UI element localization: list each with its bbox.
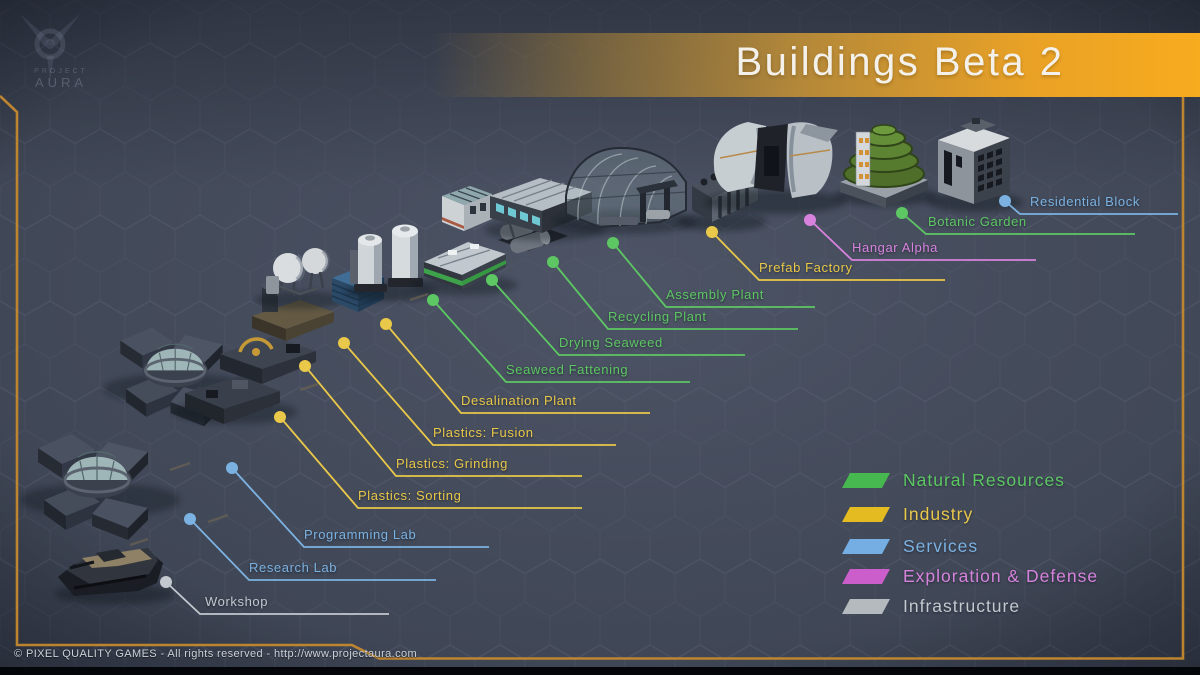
callout-line xyxy=(491,279,745,356)
legend-swatch-icon xyxy=(842,506,890,522)
title-banner xyxy=(430,33,1200,97)
callout-dot xyxy=(706,226,718,238)
callout-dot xyxy=(274,411,286,423)
building-assembly-plant xyxy=(553,146,697,234)
callout-dot xyxy=(299,360,311,372)
callout-dot xyxy=(486,274,498,286)
building-hangar-alpha xyxy=(705,122,845,214)
legend-swatch-icon xyxy=(842,472,890,488)
building-label: Plastics: Fusion xyxy=(433,425,534,440)
legend-item-infrastructure: Infrastructure xyxy=(842,595,1021,616)
building-label: Recycling Plant xyxy=(608,309,707,324)
callout-line xyxy=(809,219,1036,261)
callout-dot xyxy=(547,256,559,268)
building-label: Workshop xyxy=(205,594,269,609)
callout-dot xyxy=(160,576,172,588)
building-label: Assembly Plant xyxy=(666,287,764,302)
callout-line xyxy=(304,365,582,477)
building-label: Drying Seaweed xyxy=(559,335,663,350)
callout-dot xyxy=(184,513,196,525)
legend-item-industry: Industry xyxy=(842,503,974,524)
callout-dot xyxy=(427,294,439,306)
building-label: Botanic Garden xyxy=(928,214,1027,229)
legend-label: Industry xyxy=(903,503,974,524)
project-aura-logo-text: PROJECT AURA xyxy=(34,68,88,90)
building-desalination-plant xyxy=(255,248,345,309)
callout-dot xyxy=(338,337,350,349)
building-plastics-grinding xyxy=(220,337,316,384)
legend-label: Natural Resources xyxy=(903,469,1065,490)
callout-line xyxy=(432,299,690,383)
callout-line xyxy=(385,323,650,414)
callout-dot xyxy=(999,195,1011,207)
building-plastics-sorting xyxy=(173,376,297,424)
building-label: Residential Block xyxy=(1030,194,1140,209)
callout-dot xyxy=(804,214,816,226)
legend-swatch-icon xyxy=(842,538,890,554)
building-label: Hangar Alpha xyxy=(852,240,938,255)
building-label: Plastics: Sorting xyxy=(358,488,462,503)
legend-item-natural: Natural Resources xyxy=(842,469,1065,490)
callout-line xyxy=(1004,200,1178,215)
legend-label: Services xyxy=(903,535,979,556)
callout-line xyxy=(552,261,798,330)
page-title: Buildings Beta 2 xyxy=(735,40,1065,84)
callout-line xyxy=(189,518,436,581)
building-label: Programming Lab xyxy=(304,527,417,542)
callout-line xyxy=(901,212,1135,235)
legend-swatch-icon xyxy=(842,568,890,584)
callout-line xyxy=(711,231,945,281)
callout-line xyxy=(612,242,815,308)
building-label: Desalination Plant xyxy=(461,393,577,408)
callout-line xyxy=(343,342,616,446)
callout-line xyxy=(279,416,582,509)
callout-dot xyxy=(380,318,392,330)
ground-debris xyxy=(129,292,429,547)
building-drying-seaweed xyxy=(442,186,492,231)
building-workshop xyxy=(55,548,175,604)
building-label: Research Lab xyxy=(249,560,338,575)
building-label: Plastics: Grinding xyxy=(396,456,508,471)
legend-item-services: Services xyxy=(842,535,979,556)
callout-dot xyxy=(896,207,908,219)
building-botanic-garden xyxy=(834,124,938,208)
legend-item-exploration: Exploration & Defense xyxy=(842,565,1099,586)
callout-dot xyxy=(226,462,238,474)
legend-label: Infrastructure xyxy=(903,595,1021,616)
bottom-black-bar xyxy=(0,667,1200,675)
callout-line xyxy=(231,467,489,548)
building-label: Prefab Factory xyxy=(759,260,853,275)
building-label: Seaweed Fattening xyxy=(506,362,629,377)
callout-dot xyxy=(607,237,619,249)
legend-swatch-icon xyxy=(842,598,890,614)
building-fusion-cylinders xyxy=(345,224,435,301)
callout-line xyxy=(165,581,389,615)
copyright-text: © PIXEL QUALITY GAMES - All rights reser… xyxy=(14,648,418,660)
project-aura-logo-icon xyxy=(20,14,80,82)
building-residential-block xyxy=(927,118,1023,212)
legend-label: Exploration & Defense xyxy=(903,565,1099,586)
